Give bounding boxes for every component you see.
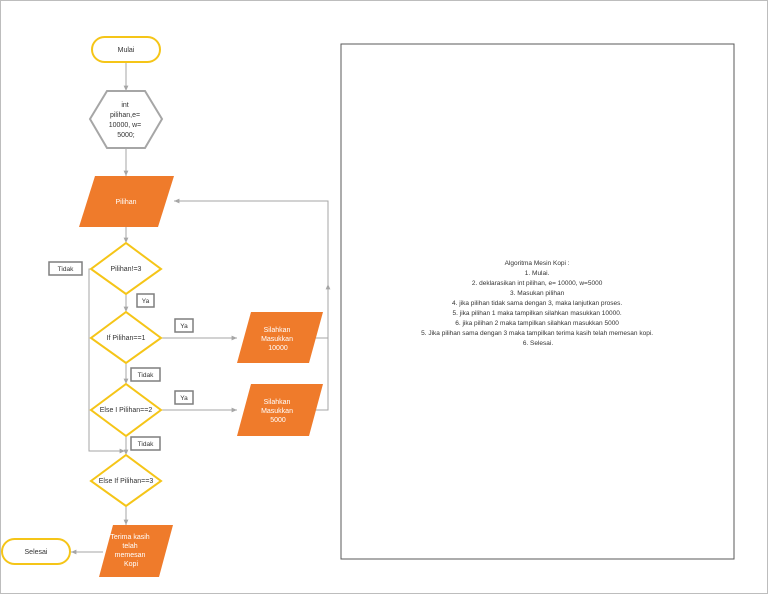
svg-text:Ya: Ya [180,395,188,402]
svg-text:Tidak: Tidak [58,266,74,273]
output-1-label: Silahkan Masukkan 10000 [261,327,295,352]
input-parallelogram: Pilihan [79,176,174,227]
end-terminator: Selesai [1,538,71,565]
algorithm-step-5: 5. jika pilihan 1 maka tampilkan silahka… [453,310,622,317]
decision-4-label: Else If Pilihan==3 [99,478,154,485]
svg-text:Tidak: Tidak [138,441,154,448]
algorithm-step-2: 2. deklarasikan int pilihan, e= 10000, w… [472,280,603,287]
output-2-parallelogram: Silahkan Masukkan 5000 [237,384,323,436]
start-terminator: Mulai [91,36,161,63]
end-label: Selesai [25,549,48,556]
output-3-parallelogram: Terima kasih telah memesan Kopi [99,525,173,577]
decision-2: If Pilihan==1 [89,310,163,365]
output-1-line-3: 10000 [268,345,288,352]
decision-4: Else If Pilihan==3 [89,453,163,508]
label-ya-1: Ya [136,293,155,308]
declaration-line-2: pilihan,e= [110,112,140,119]
label-tidak-1: Tidak [48,261,83,276]
output-2-line-1: Silahkan [264,399,291,406]
decision-3-label: Else I Pilihan==2 [100,407,153,414]
svg-text:Ya: Ya [180,323,188,330]
declaration-preparation: int pilihan,e= 10000, w= 5000; [88,90,164,149]
decision-3: Else I Pilihan==2 [89,382,163,438]
label-tidak-2: Tidak [130,367,161,382]
output-3-line-1: Terima kasih [110,534,149,541]
loop-output-2-join [312,338,329,411]
output-3-line-4: Kopi [124,561,138,568]
algorithm-step-7: 5. Jika pilihan sama dengan 3 maka tampi… [421,330,653,337]
algorithm-title: Algoritma Mesin Kopi : [505,260,570,267]
decision-1: Pilihan!=3 [89,241,163,296]
output-3-label: Terima kasih telah memesan Kopi [110,534,151,568]
declaration-line-1: int [121,102,128,109]
label-ya-2: Ya [174,318,194,333]
algorithm-step-6: 6. jika pilihan 2 maka tampilkan silahka… [455,320,619,327]
label-ya-3: Ya [174,390,194,405]
output-1-line-1: Silahkan [264,327,291,334]
algorithm-step-1: 1. Mulai. [525,270,550,277]
label-tidak-3: Tidak [130,436,161,451]
input-label: Pilihan [115,199,136,206]
output-1-line-2: Masukkan [261,336,293,343]
start-label: Mulai [118,47,135,54]
declaration-line-4: 5000; [117,132,135,139]
output-3-line-2: telah [122,543,137,550]
algorithm-step-4: 4. jika pilihan tidak sama dengan 3, mak… [452,300,622,307]
declaration-line-3: 10000, w= [109,122,142,129]
loop-output-1-to-input [174,198,329,339]
svg-text:Tidak: Tidak [138,372,154,379]
algorithm-box: Algoritma Mesin Kopi : 1. Mulai. 2. dekl… [340,43,735,560]
output-2-line-2: Masukkan [261,408,293,415]
decision-1-label: Pilihan!=3 [111,266,142,273]
algorithm-step-3: 3. Masukan pilihan [510,290,565,297]
output-1-parallelogram: Silahkan Masukkan 10000 [237,312,323,363]
svg-text:Ya: Ya [142,298,150,305]
algorithm-text: Algoritma Mesin Kopi : 1. Mulai. 2. dekl… [421,260,655,347]
output-2-label: Silahkan Masukkan 5000 [261,399,295,424]
declaration-label: int pilihan,e= 10000, w= 5000; [109,102,143,139]
output-3-line-3: memesan [115,552,146,559]
decision-2-label: If Pilihan==1 [107,335,146,342]
output-2-line-3: 5000 [270,417,286,424]
algorithm-step-8: 6. Selesai. [523,340,554,347]
